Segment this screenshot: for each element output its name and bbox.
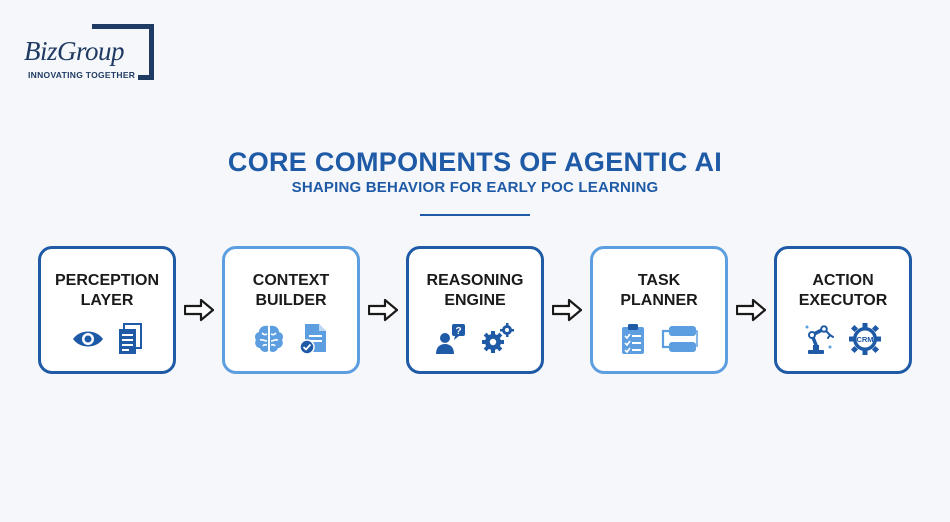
logo-frame-top xyxy=(92,24,154,29)
component-reasoning-engine: REASONING ENGINE ? xyxy=(406,246,544,374)
logo: BizGroup INNOVATING TOGETHER xyxy=(22,24,158,84)
brain-icon xyxy=(253,324,285,354)
crm-gear-icon: CRM xyxy=(848,322,882,356)
component-label: REASONING ENGINE xyxy=(426,272,524,309)
eye-icon xyxy=(72,328,104,350)
flow-arrow xyxy=(368,298,398,322)
flow-arrow xyxy=(736,298,766,322)
diagram-title: CORE COMPONENTS OF AGENTIC AI xyxy=(227,147,723,177)
checklist-icon xyxy=(620,323,646,355)
gears-icon xyxy=(481,323,515,355)
flow-arrow xyxy=(184,298,214,322)
component-context-builder: CONTEXT BUILDER xyxy=(222,246,360,374)
component-label: PERCEPTION LAYER xyxy=(54,272,159,309)
component-label: ACTION EXECUTOR xyxy=(798,272,888,309)
verified-document-icon xyxy=(299,323,329,355)
logo-tagline: INNOVATING TOGETHER xyxy=(28,70,139,80)
person-question-icon: ? xyxy=(435,323,467,355)
svg-text:CRM: CRM xyxy=(856,335,873,344)
diagram-subtitle: SHAPING BEHAVIOR FOR EARLY POC LEARNING xyxy=(291,179,659,196)
component-label: CONTEXT BUILDER xyxy=(252,272,330,309)
logo-wordmark: BizGroup xyxy=(24,36,127,66)
document-icon xyxy=(118,323,142,355)
component-perception-layer: PERCEPTION LAYER xyxy=(38,246,176,374)
component-action-executor: ACTION EXECUTOR xyxy=(774,246,912,374)
component-task-planner: TASK PLANNER xyxy=(590,246,728,374)
flow-arrow xyxy=(552,298,582,322)
component-label: TASK PLANNER xyxy=(620,272,698,309)
title-divider xyxy=(420,214,530,216)
robot-arm-icon xyxy=(804,323,834,355)
workflow-icon xyxy=(660,324,698,354)
svg-text:?: ? xyxy=(455,326,461,337)
